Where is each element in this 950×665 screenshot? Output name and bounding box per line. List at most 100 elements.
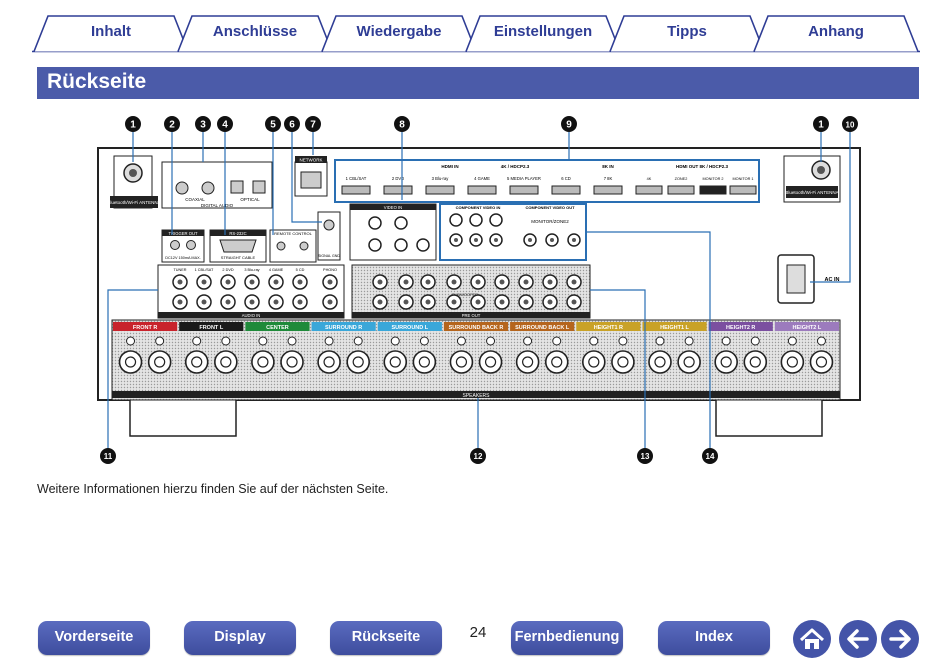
remote-control-label: REMOTE CONTROL <box>274 231 313 236</box>
home-icon <box>799 628 825 649</box>
pre-out-jack-pin <box>377 299 383 305</box>
hdmi-in-port <box>425 185 455 195</box>
pre-out-label: PRE OUT <box>462 313 481 318</box>
nav-display-button[interactable]: Display <box>184 621 296 655</box>
foot-right <box>715 400 823 437</box>
callout-number: 7 <box>310 120 316 131</box>
speaker-terminal-sign <box>816 336 826 346</box>
callout-number: 12 <box>474 452 483 461</box>
speaker-terminal-sign <box>353 336 363 346</box>
rs232c-block: RS-232C STRAIGHT CABLE <box>209 229 267 263</box>
speakers-label: SPEAKERS <box>463 393 491 399</box>
tab-anhang[interactable]: Anhang <box>808 23 864 40</box>
pre-out-jack-pin <box>403 279 409 285</box>
video-in-block: VIDEO IN <box>349 203 437 261</box>
hdmi-in-port-label: 2 DVD <box>392 176 404 181</box>
callout-number: 3 <box>200 120 206 131</box>
bt-antenna-left: Bluetooth/Wi-Fi ANTENNA <box>107 155 161 209</box>
tab-einstellungen[interactable]: Einstellungen <box>493 23 593 40</box>
callout-marker <box>702 448 718 464</box>
speaker-terminal-sign <box>456 336 466 346</box>
callout-number: 2 <box>169 120 175 131</box>
hdmi-out-port <box>667 185 695 195</box>
audio-in-jack-pin <box>201 299 207 305</box>
hdmi-8k-label: 8K IN <box>602 164 614 169</box>
speaker-terminal-core <box>455 356 468 368</box>
speaker-terminal-core <box>418 356 430 368</box>
rs232c-label: RS-232C <box>229 231 246 236</box>
speaker-terminal-core <box>389 356 401 368</box>
callout-number: 9 <box>566 120 572 131</box>
callout-marker <box>164 116 180 132</box>
foot-left <box>129 400 237 437</box>
home-button[interactable] <box>793 620 831 658</box>
speaker-terminal-core <box>154 356 166 368</box>
callout-marker <box>195 116 211 132</box>
pre-out-jack-pin <box>403 299 409 305</box>
bt-antenna-right: Bluetooth/Wi-Fi ANTENNA <box>783 155 841 203</box>
hdmi-in-port <box>551 185 581 195</box>
speaker-group-header <box>708 322 773 331</box>
pre-out-jack-pin <box>571 279 577 285</box>
audio-in-jack-pin <box>177 299 183 305</box>
tab-wiedergabe[interactable]: Wiedergabe <box>356 23 442 40</box>
speaker-terminal-sign <box>155 336 165 346</box>
speaker-group-label: SURROUND L <box>391 325 428 331</box>
bt-antenna-left-label: Bluetooth/Wi-Fi ANTENNA <box>107 200 160 205</box>
hdmi-out-port-label: MONITOR 1 <box>732 177 753 181</box>
nav-index-button[interactable]: Index <box>658 621 770 655</box>
speaker-terminal-sign <box>589 336 599 346</box>
bt-antenna-right-label: Bluetooth/Wi-Fi ANTENNA <box>785 190 838 195</box>
forward-button[interactable] <box>881 620 919 658</box>
nav-fernbedienung-button[interactable]: Fernbedienung <box>511 621 623 655</box>
speaker-terminal-sign <box>552 336 562 346</box>
back-button[interactable] <box>839 620 877 658</box>
hdmi-out-port-label: ZONE2 <box>675 177 688 181</box>
audio-in-label: AUDIO IN <box>242 313 261 318</box>
speaker-group-label: HEIGHT2 R <box>726 325 755 331</box>
pre-out-jack-pin <box>425 279 431 285</box>
arrow-right-icon <box>889 629 911 649</box>
hdmi-out-port-label: MONITOR 2 <box>702 177 723 181</box>
speaker-group-header <box>443 322 509 331</box>
speaker-terminal-sign <box>655 336 665 346</box>
arrow-left-icon <box>847 629 869 649</box>
speaker-group-label: HEIGHT2 L <box>793 325 822 331</box>
callout-marker <box>125 116 141 132</box>
callout-number: 10 <box>846 121 855 130</box>
callout-number: 5 <box>270 120 276 131</box>
audio-in-jack-pin <box>249 279 255 285</box>
callout-marker <box>470 448 486 464</box>
trigger-label: TRIGGER OUT <box>168 231 198 236</box>
audio-in-jack-label: 5 CD <box>296 268 305 272</box>
pre-out-jack-pin <box>547 299 553 305</box>
callout-marker <box>265 116 281 132</box>
audio-in-jack-pin <box>225 299 231 305</box>
tab-inhalt[interactable]: Inhalt <box>91 23 131 40</box>
component-jack-pin <box>528 238 532 242</box>
speaker-terminal-core <box>683 356 695 368</box>
speaker-terminal-core <box>220 356 232 368</box>
speaker-terminal-core <box>323 356 335 368</box>
hdmi-out-port <box>699 185 727 195</box>
component-jack-pin <box>474 238 478 242</box>
nav-vorderseite-button[interactable]: Vorderseite <box>38 621 150 655</box>
component-jack-pin <box>454 238 458 242</box>
pre-out-block: PRE OUT SUBWOOFER <box>351 264 591 319</box>
ac-inlet: AC IN <box>777 254 840 304</box>
nav-rueckseite-button[interactable]: Rückseite <box>330 621 442 655</box>
speaker-terminal-sign <box>390 336 400 346</box>
video-in-label: VIDEO IN <box>384 205 402 210</box>
audio-in-jack-label: 2 DVD <box>222 268 233 272</box>
tab-anschluesse[interactable]: Anschlüsse <box>212 23 298 40</box>
tab-tipps[interactable]: Tipps <box>667 23 707 40</box>
callout-marker <box>305 116 321 132</box>
hdmi-in-port <box>341 185 371 195</box>
speaker-group-label: FRONT R <box>133 325 157 331</box>
speaker-terminal-core <box>257 356 269 368</box>
callout-number: 11 <box>104 452 113 461</box>
callout-marker <box>217 116 233 132</box>
monitor-zone2-label: MONITOR/ZONE2 <box>531 219 569 224</box>
component-jack-pin <box>550 238 554 242</box>
